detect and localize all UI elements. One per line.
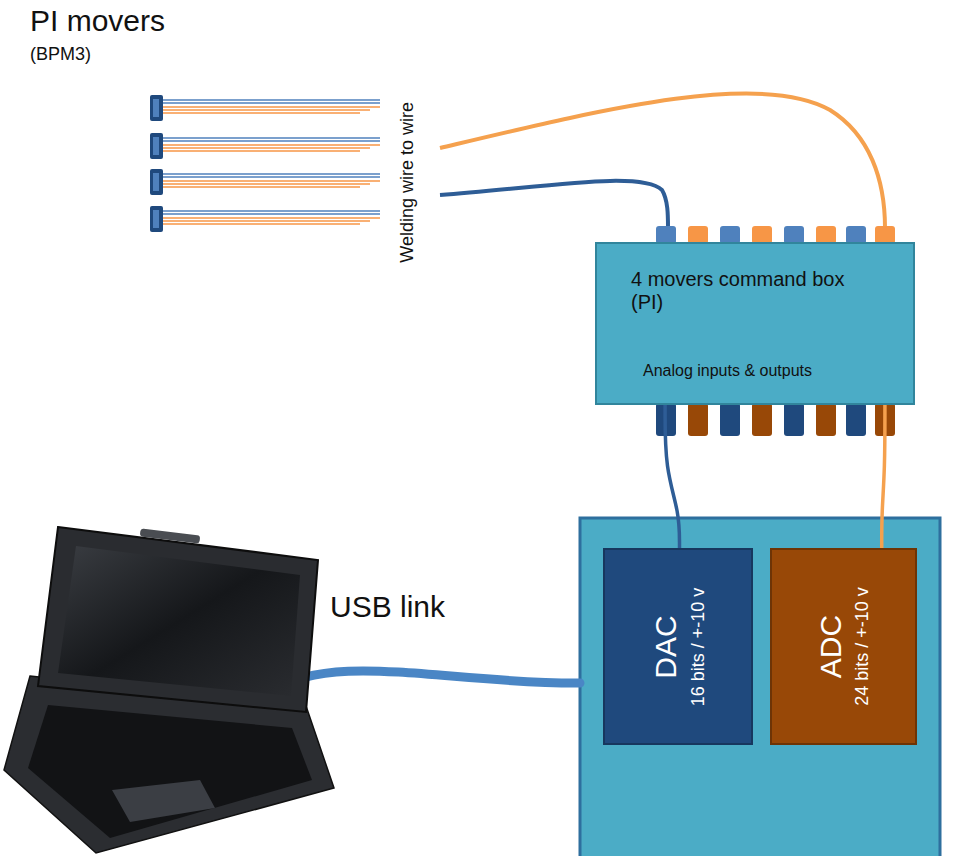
pin xyxy=(720,403,740,436)
wire xyxy=(163,176,380,178)
plug-face xyxy=(153,137,159,155)
wire xyxy=(163,109,370,111)
plug-body xyxy=(150,206,163,232)
wire-note: Welding wire to wire xyxy=(397,102,418,263)
plug-body xyxy=(150,169,163,195)
mover-connector xyxy=(150,169,380,195)
plug-body xyxy=(150,95,163,121)
converter-spec: 24 bits / +-10 v xyxy=(852,587,873,706)
wire xyxy=(163,106,380,108)
box-title: 4 movers command box (PI) xyxy=(631,268,861,314)
mover-connector xyxy=(150,95,380,121)
dac-box: DAC16 bits / +-10 v xyxy=(603,548,753,745)
wire xyxy=(163,112,360,114)
wire xyxy=(163,99,380,101)
pin xyxy=(816,403,836,436)
plug-face xyxy=(153,99,159,117)
converter-name: DAC xyxy=(648,615,683,678)
touchpad xyxy=(112,780,215,822)
rotated-text-frame: ADC24 bits / +-10 v xyxy=(770,548,917,745)
converter-spec: 16 bits / +-10 v xyxy=(687,587,708,706)
wire xyxy=(163,140,380,142)
subtitle: (BPM3) xyxy=(30,44,91,65)
adc-box: ADC24 bits / +-10 v xyxy=(770,548,917,745)
link-label: USB link xyxy=(330,590,445,625)
wire xyxy=(163,186,360,188)
bottom-pins xyxy=(656,403,895,436)
wire xyxy=(163,213,380,215)
wire xyxy=(163,217,380,219)
laptop-lid xyxy=(38,527,318,712)
plug-body xyxy=(150,133,163,159)
wire xyxy=(163,180,380,182)
signal-wire xyxy=(665,405,679,548)
keyboard xyxy=(28,705,312,838)
wire xyxy=(163,102,380,104)
rotated-text-frame: DAC16 bits / +-10 v xyxy=(603,548,753,745)
pin xyxy=(846,403,866,436)
wire xyxy=(163,147,370,149)
wire xyxy=(163,150,360,152)
mover-connector xyxy=(150,206,380,232)
wire xyxy=(163,173,380,175)
converter-housing xyxy=(580,518,940,856)
signal-wire xyxy=(882,405,885,548)
laptop-screen xyxy=(58,546,300,696)
box-subtitle: Analog inputs & outputs xyxy=(643,362,812,380)
diagram-title: PI movers xyxy=(30,4,165,39)
command-box: 4 movers command box (PI) Analog inputs &… xyxy=(595,242,915,405)
mover-connector xyxy=(150,133,380,159)
plug-face xyxy=(153,210,159,228)
plug-face xyxy=(153,173,159,191)
laptop-illustration xyxy=(4,527,334,853)
wire xyxy=(163,223,360,225)
wire xyxy=(163,220,370,222)
converter-name: ADC xyxy=(814,615,849,678)
wire xyxy=(163,137,380,139)
pin xyxy=(784,403,804,436)
camera-bar xyxy=(140,528,201,543)
pin xyxy=(688,403,708,436)
wire xyxy=(163,144,380,146)
blue-wire xyxy=(440,181,668,228)
wire xyxy=(163,183,370,185)
wire xyxy=(163,210,380,212)
pin xyxy=(752,403,772,436)
usb-cable xyxy=(272,671,580,692)
orange-wire xyxy=(440,93,885,228)
